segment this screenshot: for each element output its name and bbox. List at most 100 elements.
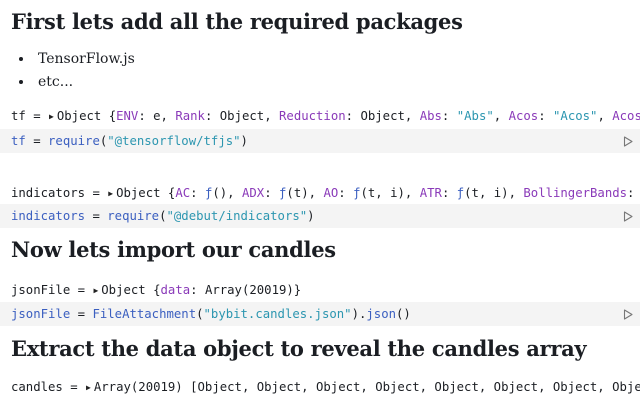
code-token: = [85,209,108,223]
code-token: ƒ [204,186,213,200]
code-token: "@debut/indicators" [166,209,308,223]
output-name: indicators [11,186,86,200]
code-token: Acos [508,109,539,123]
code-cell-tf[interactable]: tf = require("@tensorflow/tfjs") [0,129,640,153]
code-token: jsonFile [11,307,71,321]
code-token: AC [175,186,191,200]
code-token: (t), [286,186,324,200]
code-token: BollingerBands [523,186,628,200]
code-token: ƒ [279,186,287,200]
output-body: {AC: ƒ(), ADX: ƒ(t), AO: ƒ(t, i), ATR: ƒ… [168,186,640,200]
cell-code[interactable]: tf = require("@tensorflow/tfjs") [11,129,248,153]
code-token: : Object, [204,109,280,123]
run-cell-button[interactable] [622,135,634,147]
heading-extract-data: Extract the data object to reveal the ca… [11,336,587,361]
code-token: json [366,307,397,321]
code-token: ƒ [353,186,361,200]
code-token: tf [11,134,26,148]
code-cell-jsonfile[interactable]: jsonFile = FileAttachment("bybit.candles… [0,302,640,326]
code-token: = [70,307,93,321]
code-token: "bybit.candles.json" [203,307,352,321]
output-eq: = [62,380,86,394]
play-triangle-icon [623,210,633,222]
cell-code[interactable]: indicators = require("@debut/indicators"… [11,204,315,228]
play-triangle-icon [623,135,633,147]
code-token: indicators [11,209,86,223]
code-token: (t, i), [360,186,420,200]
code-token: Reduction [279,109,346,123]
code-token: : [338,186,354,200]
run-cell-button[interactable] [622,210,634,222]
output-type: Object [101,283,154,297]
code-token: : [538,109,554,123]
code-token: : e, [138,109,176,123]
code-token: "Acos" [553,109,598,123]
code-token: : [627,186,635,200]
code-token: ATR [419,186,442,200]
code-token: = [25,134,49,148]
code-token: Rank [175,109,205,123]
code-token: Acosh [612,109,640,123]
code-token: require [48,134,100,148]
output-type: Object [116,186,168,200]
code-token: : [441,109,457,123]
heading-add-packages: First lets add all the required packages [11,9,463,34]
output-eq: = [70,283,93,297]
code-token: , [597,109,613,123]
output-indicators[interactable]: indicators = ▶Object {AC: ƒ(), ADX: ƒ(t)… [11,182,640,204]
list-item: TensorFlow.js [34,48,135,71]
disclosure-triangle-icon[interactable]: ▶ [49,112,54,121]
output-tf[interactable]: tf = ▶Object {ENV: e, Rank: Object, Redu… [11,105,640,127]
code-token: Abs [419,109,442,123]
disclosure-triangle-icon[interactable]: ▶ [86,383,91,392]
output-eq: = [25,109,49,123]
code-token: { [108,109,117,123]
code-token: () [396,307,411,321]
output-body: {ENV: e, Rank: Object, Reduction: Object… [109,109,640,123]
code-token: ADX [241,186,265,200]
run-cell-button[interactable] [622,308,634,320]
code-token: : Array(20019)} [190,283,302,297]
output-name: candles [11,380,63,394]
code-token: ( [196,307,204,321]
code-token: require [107,209,160,223]
output-jsonfile[interactable]: jsonFile = ▶Object {data: Array(20019)} [11,279,640,301]
output-type: Array(20019) [93,380,191,394]
package-list: TensorFlow.js etc... [12,48,135,94]
code-token: ƒ [456,186,465,200]
code-token: AO [323,186,339,200]
code-token: [Object, Object, Object, Object, Object,… [190,380,640,394]
output-candles[interactable]: candles = ▶Array(20019) [Object, Object,… [11,376,640,398]
code-token: ( [159,209,167,223]
disclosure-triangle-icon[interactable]: ▶ [108,189,114,198]
output-eq: = [85,186,108,200]
code-token: "@tensorflow/tfjs" [107,134,241,148]
heading-import-candles: Now lets import our candles [11,237,336,262]
code-token: (t, i), [464,186,524,200]
output-body: {data: Array(20019)} [153,283,301,297]
cell-code[interactable]: jsonFile = FileAttachment("bybit.candles… [11,302,411,326]
output-body: [Object, Object, Object, Object, Object,… [190,380,640,394]
code-token: ). [351,307,367,321]
code-token: (), [212,186,242,200]
code-token: "Abs" [456,109,494,123]
disclosure-triangle-icon[interactable]: ▶ [93,286,99,295]
output-name: tf [11,109,26,123]
code-token: data [160,283,191,297]
code-cell-indicators[interactable]: indicators = require("@debut/indicators"… [0,204,640,228]
code-token: , [493,109,509,123]
code-token: : [264,186,280,200]
code-token: ) [240,134,248,148]
code-token: : [441,186,457,200]
code-token: ENV [116,109,139,123]
code-token: { [153,283,161,297]
play-triangle-icon [623,308,633,320]
code-token: { [167,186,176,200]
code-token: FileAttachment [92,307,197,321]
code-token: : Object, [345,109,420,123]
code-token: ) [307,209,315,223]
output-name: jsonFile [11,283,71,297]
list-item: etc... [34,71,135,94]
code-token: ( [99,134,108,148]
code-token: : [190,186,205,200]
